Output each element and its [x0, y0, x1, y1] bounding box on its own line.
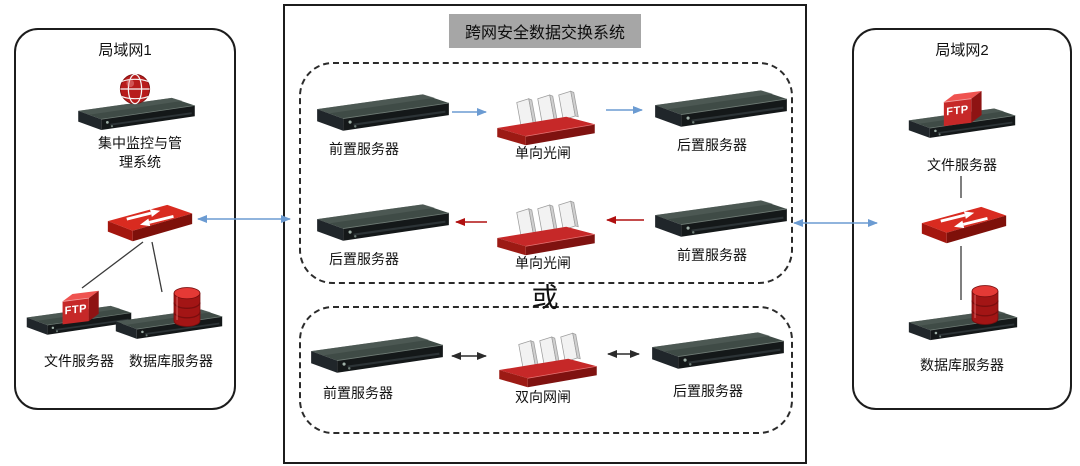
- monitor-system-label: 集中监控与管理系统: [98, 135, 182, 170]
- one-way-path-box: [299, 62, 793, 284]
- front-server-label: 前置服务器: [329, 141, 399, 157]
- switch-icon: [104, 198, 196, 250]
- two-way-gate-label: 双向网闸: [515, 389, 571, 405]
- two-way-path-box: [299, 306, 793, 434]
- lan2-title: 局域网2: [935, 42, 989, 59]
- db-server-label: 数据库服务器: [920, 357, 1004, 373]
- database-icon: [168, 284, 206, 330]
- two-way-gate-icon: [492, 328, 607, 388]
- system-title: 跨网安全数据交换系统: [448, 14, 642, 48]
- optical-gate-icon: [490, 196, 605, 256]
- or-label: 或: [531, 283, 559, 313]
- file-server-label: 文件服务器: [44, 353, 114, 369]
- rear-server-label: 后置服务器: [673, 383, 743, 399]
- lan1-panel: 局域网1 集中监控与管理系统 FTP 文件服务器 数据库服务器: [14, 28, 236, 410]
- ftp-cube-icon: FTP: [56, 286, 102, 330]
- lan2-panel: 局域网2 FTP 文件服务器 数据库服务器: [852, 28, 1072, 410]
- server-icon: [303, 332, 451, 384]
- server-icon: [309, 90, 457, 142]
- switch-icon: [918, 200, 1010, 252]
- one-way-gate-label: 单向光闸: [515, 145, 571, 161]
- database-icon: [966, 282, 1004, 328]
- server-icon: [644, 328, 792, 380]
- db-server-label: 数据库服务器: [129, 353, 213, 369]
- optical-gate-icon: [490, 86, 605, 146]
- file-server-label: 文件服务器: [927, 157, 997, 173]
- globe-icon: [118, 72, 152, 106]
- rear-server-label: 后置服务器: [329, 251, 399, 267]
- ftp-cube-icon: FTP: [937, 86, 985, 132]
- server-icon: [647, 86, 795, 138]
- one-way-gate-label: 单向光闸: [515, 255, 571, 271]
- server-icon: [309, 200, 457, 252]
- front-server-label: 前置服务器: [323, 385, 393, 401]
- server-icon: [647, 196, 795, 248]
- exchange-system-panel: 跨网安全数据交换系统 或 前置服务器 单向光闸 后置服务器 后置服务器 单向光闸…: [283, 4, 807, 464]
- lan1-title: 局域网1: [98, 42, 152, 59]
- front-server-label: 前置服务器: [677, 247, 747, 263]
- rear-server-label: 后置服务器: [677, 137, 747, 153]
